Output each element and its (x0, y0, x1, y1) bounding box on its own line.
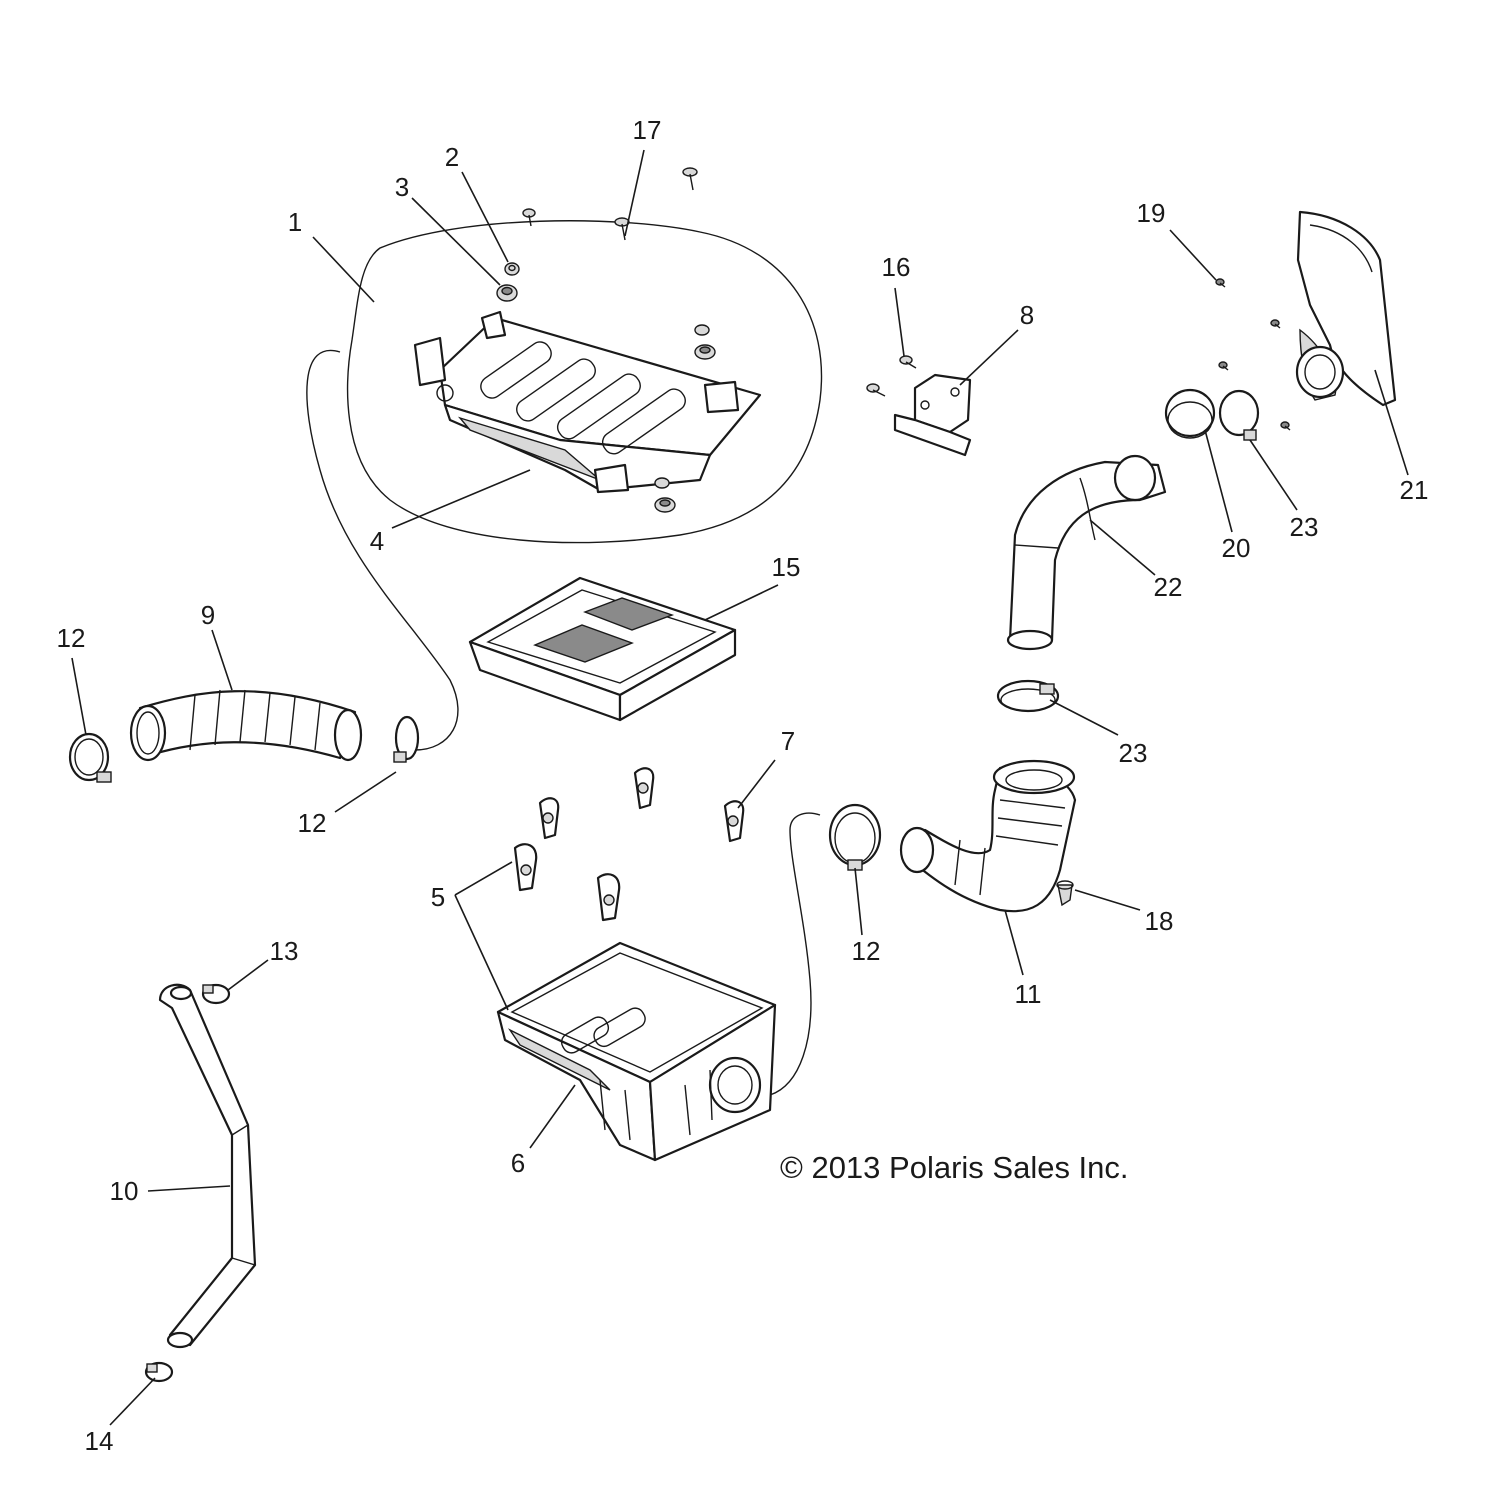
label-4: 4 (370, 526, 384, 556)
leader-23b (1049, 699, 1119, 736)
grommet-3 (496, 284, 518, 302)
airbox-cover (413, 310, 762, 494)
label-23b: 23 (1119, 738, 1148, 768)
hose-clamp-13 (201, 983, 231, 1005)
leader-20 (1204, 429, 1233, 533)
air-filter (468, 576, 737, 722)
label-19: 19 (1137, 198, 1166, 228)
copyright-notice: © 2013 Polaris Sales Inc. (780, 1150, 1129, 1185)
part-labels: 1 2 3 4 5 6 7 8 9 10 11 12 12 12 13 14 1… (57, 115, 1429, 1456)
spring-clip-7c (723, 800, 745, 843)
leader-16 (894, 287, 905, 357)
leader-4 (391, 469, 531, 529)
label-12b: 12 (298, 808, 327, 838)
leader-5a (454, 861, 513, 896)
spring-clip-5b (596, 873, 621, 922)
label-16: 16 (882, 252, 911, 282)
drain-hose-10 (158, 983, 257, 1349)
label-13: 13 (270, 936, 299, 966)
leader-12c (854, 867, 863, 936)
label-3: 3 (395, 172, 409, 202)
leader-13 (227, 959, 269, 991)
leader-5b (454, 894, 509, 1011)
cover-assembly-group-outline (346, 220, 823, 544)
leader-7 (737, 759, 776, 809)
mounting-bracket (893, 373, 972, 457)
label-12a: 12 (57, 623, 86, 653)
hose-clamp-23-lower (996, 679, 1060, 713)
elbow-hose-22 (1006, 454, 1167, 651)
leader-1 (312, 236, 375, 303)
screw-17a (614, 217, 630, 241)
screw-19b (1270, 319, 1281, 329)
leader-11 (1004, 909, 1024, 976)
screw-16b (866, 383, 886, 397)
screw-17c (522, 208, 536, 227)
intake-shroud (1295, 210, 1397, 407)
cover-grommet-bottom (654, 477, 676, 513)
screw-16a (899, 355, 917, 369)
leader-18 (1074, 889, 1141, 911)
leader-22 (1089, 519, 1156, 576)
label-17: 17 (633, 115, 662, 145)
hose-clamp-14 (144, 1361, 174, 1383)
leader-15 (704, 584, 779, 621)
leader-17 (624, 149, 645, 237)
leader-12b (334, 771, 397, 813)
leader-2 (461, 171, 509, 263)
spring-clip-7b (633, 767, 655, 810)
leader-21 (1374, 369, 1409, 476)
label-21: 21 (1400, 475, 1429, 505)
label-8: 8 (1020, 300, 1034, 330)
leader-12a (71, 657, 87, 736)
leader-lines (71, 149, 1409, 1426)
label-18: 18 (1145, 906, 1174, 936)
leader-23a (1249, 439, 1298, 511)
spring-clip-7a (538, 797, 560, 840)
spring-clip-5a (513, 843, 538, 892)
leader-3 (411, 197, 501, 286)
hose-clamp-12-center (828, 803, 882, 871)
label-12c: 12 (852, 936, 881, 966)
leader-19 (1169, 229, 1217, 281)
drain-grommet-18 (1056, 880, 1074, 907)
intake-duct-9 (129, 689, 363, 762)
label-5: 5 (431, 882, 445, 912)
screw-19d (1280, 421, 1291, 431)
label-23a: 23 (1290, 512, 1319, 542)
leader-10 (147, 1185, 231, 1192)
label-15: 15 (772, 552, 801, 582)
connector-curve-right (769, 812, 821, 1096)
hose-clamp-12-left (68, 732, 112, 783)
grommet-2 (504, 262, 520, 276)
leader-8 (959, 329, 1019, 386)
label-10: 10 (110, 1176, 139, 1206)
connector-curve-left (306, 349, 459, 751)
screw-19c (1218, 361, 1229, 371)
label-1: 1 (288, 207, 302, 237)
screw-17b (682, 167, 698, 191)
label-11: 11 (1015, 979, 1042, 1009)
coupler-sleeve-20 (1164, 388, 1216, 439)
leader-14 (109, 1377, 156, 1426)
label-7: 7 (781, 726, 795, 756)
leader-6 (529, 1084, 576, 1149)
label-9: 9 (201, 600, 215, 630)
label-22: 22 (1154, 572, 1183, 602)
hose-clamp-23-upper (1218, 389, 1260, 441)
cover-grommet-top (694, 324, 716, 360)
label-20: 20 (1222, 533, 1251, 563)
label-14: 14 (85, 1426, 114, 1456)
hose-clamp-12-right (393, 715, 420, 763)
leader-9 (211, 629, 233, 691)
screw-19a (1215, 278, 1226, 288)
elbow-duct-11 (899, 759, 1077, 913)
label-2: 2 (445, 142, 459, 172)
airbox-base (496, 941, 777, 1162)
label-6: 6 (511, 1148, 525, 1178)
